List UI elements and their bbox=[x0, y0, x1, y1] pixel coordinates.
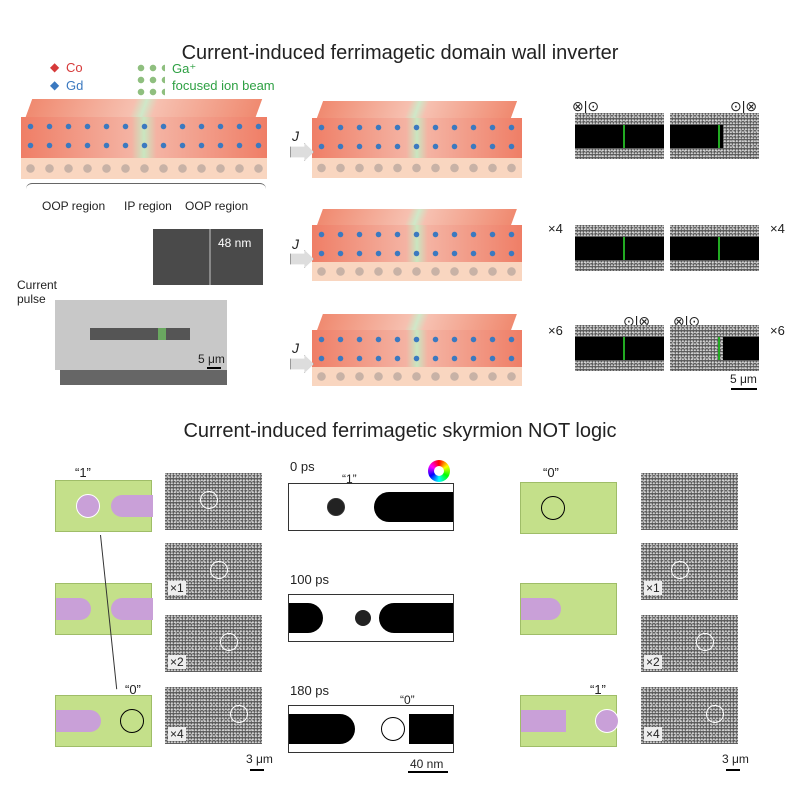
region-label: OOP region bbox=[42, 199, 106, 213]
moke-scale-label: 5 μm bbox=[730, 372, 757, 386]
scale-label: 3 μm bbox=[722, 752, 749, 766]
state-label: “0” bbox=[543, 465, 559, 480]
moke-scale-bar bbox=[731, 388, 757, 390]
track-cartoon bbox=[520, 695, 619, 747]
color-wheel-icon bbox=[428, 460, 450, 482]
current-arrow-icon bbox=[290, 143, 314, 161]
device-scale-bar bbox=[207, 367, 221, 369]
current-pulse-label: Current pulse bbox=[17, 278, 58, 306]
region-label: IP region bbox=[124, 199, 172, 213]
legend-fib: focused ion beam bbox=[172, 78, 275, 93]
pulse-count: ×4 bbox=[770, 221, 785, 236]
track-cartoon bbox=[55, 583, 153, 635]
track-cartoon bbox=[520, 583, 617, 635]
pulse-count: ×2 bbox=[168, 655, 186, 669]
time-label: 0 ps bbox=[290, 459, 315, 474]
legend-gd: Gd bbox=[66, 78, 84, 93]
scale-label: 40 nm bbox=[410, 757, 444, 771]
current-arrow-icon bbox=[290, 355, 314, 373]
pulse-count: ×6 bbox=[770, 323, 785, 338]
pulse-count: ×4 bbox=[168, 727, 186, 741]
legend-co: Co bbox=[66, 60, 83, 75]
moke-image bbox=[575, 113, 664, 159]
moke-image bbox=[670, 325, 759, 371]
simulation-frame bbox=[288, 483, 454, 531]
region-brace bbox=[26, 183, 266, 193]
time-label: 100 ps bbox=[290, 572, 330, 587]
skyrmion-moke-image bbox=[641, 687, 738, 744]
state-label: “1” bbox=[342, 472, 357, 486]
pulse-count: ×6 bbox=[548, 323, 563, 338]
ga-ion-icons bbox=[135, 62, 165, 102]
wall-schematic-3 bbox=[312, 314, 522, 386]
scale-bar bbox=[726, 769, 740, 771]
skyrmion-moke-image bbox=[165, 543, 262, 600]
current-arrow-icon bbox=[290, 250, 314, 268]
wall-schematic-1 bbox=[312, 101, 522, 178]
device-side bbox=[60, 370, 227, 385]
simulation-frame bbox=[288, 705, 454, 753]
moke-image bbox=[575, 225, 664, 271]
legend-ga: Ga⁺ bbox=[172, 61, 197, 76]
track-cartoon bbox=[55, 695, 152, 747]
time-label: 180 ps bbox=[290, 683, 330, 698]
scale-label: 3 μm bbox=[246, 752, 273, 766]
scale-bar bbox=[408, 771, 448, 773]
device-body bbox=[55, 300, 227, 370]
current-j-label: J bbox=[292, 236, 299, 252]
pulse-count: ×1 bbox=[644, 581, 662, 595]
state-label: “1” bbox=[590, 682, 606, 697]
title-domain-wall-inverter: Current-induced ferrimagetic domain wall… bbox=[181, 42, 619, 64]
state-label: “0” bbox=[400, 693, 415, 707]
device-scale-label: 5 μm bbox=[198, 352, 225, 366]
region-label: OOP region bbox=[185, 199, 249, 213]
pulse-count: ×1 bbox=[168, 581, 186, 595]
pulse-count: ×4 bbox=[644, 727, 662, 741]
moke-image bbox=[670, 225, 759, 271]
wall-schematic-2 bbox=[312, 209, 522, 281]
gd-icon: ◆ bbox=[50, 78, 60, 92]
state-label: “1” bbox=[75, 465, 91, 480]
scale-bar bbox=[250, 769, 264, 771]
track-cartoon bbox=[55, 480, 153, 532]
width-label: 48 nm bbox=[218, 236, 252, 250]
current-j-label: J bbox=[292, 340, 299, 356]
co-icon: ◆ bbox=[50, 60, 60, 74]
skyrmion-moke-image bbox=[641, 615, 738, 672]
simulation-frame bbox=[288, 594, 454, 642]
skyrmion-moke-image bbox=[641, 473, 738, 530]
pulse-count: ×4 bbox=[548, 221, 563, 236]
moke-state-label: ⊙|⊗ bbox=[730, 98, 758, 114]
state-label: “0” bbox=[125, 682, 141, 697]
track-cartoon bbox=[520, 482, 617, 534]
pulse-count: ×2 bbox=[644, 655, 662, 669]
moke-state-label: ⊗|⊙ bbox=[572, 98, 600, 114]
sem-inset bbox=[153, 229, 263, 285]
film-schematic bbox=[21, 99, 267, 179]
skyrmion-moke-image bbox=[165, 473, 262, 530]
current-j-label: J bbox=[292, 128, 299, 144]
moke-image bbox=[575, 325, 664, 371]
title-skyrmion-not-logic: Current-induced ferrimagetic skyrmion NO… bbox=[183, 420, 617, 442]
moke-image bbox=[670, 113, 759, 159]
